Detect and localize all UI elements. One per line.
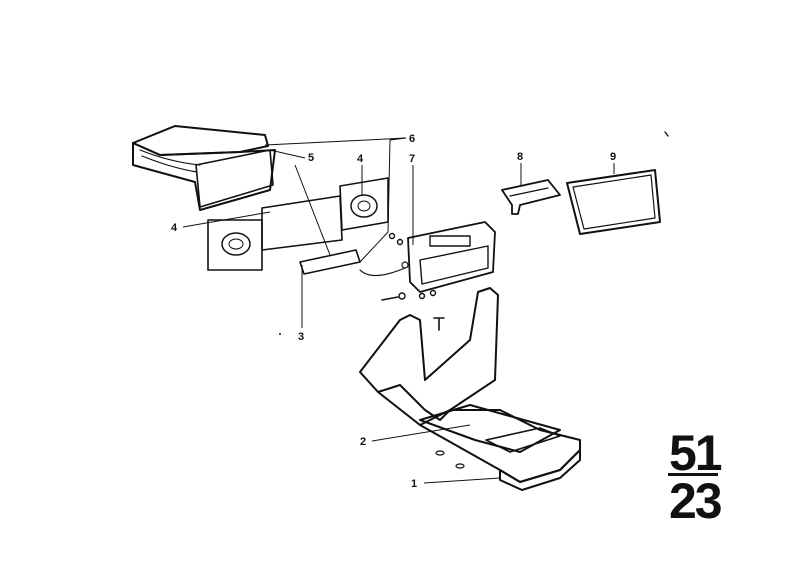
group-code: 51 23 — [668, 425, 724, 529]
leader-6 — [264, 137, 407, 263]
grille-cover — [299, 249, 361, 275]
callout-3: 3 — [298, 331, 304, 343]
center-panel — [359, 221, 496, 293]
bracket — [501, 179, 561, 215]
group-code-main: 51 — [669, 425, 722, 481]
callout-9: 9 — [610, 151, 616, 163]
wood-trim-panel-left — [207, 219, 263, 271]
wood-trim-panel-right — [339, 177, 389, 231]
callout-4-right: 4 — [357, 153, 364, 165]
leader-5 — [269, 149, 331, 256]
group-code-divider — [668, 473, 718, 476]
upper-console-housing — [132, 125, 276, 211]
callout-7: 7 — [409, 153, 415, 165]
main-console — [359, 287, 581, 491]
wood-trim-panel-center — [261, 195, 343, 251]
frame-seal — [566, 169, 661, 235]
callout-1: 1 — [411, 478, 417, 490]
leader-4a — [182, 211, 271, 228]
leader-lines — [182, 137, 615, 484]
leader-1 — [423, 477, 501, 484]
callout-2: 2 — [360, 436, 366, 448]
callout-4-left: 4 — [171, 222, 178, 234]
group-code-sub: 23 — [669, 473, 721, 529]
callout-5: 5 — [308, 152, 314, 164]
screw-set — [381, 232, 465, 469]
callout-labels: 1 2 3 4 4 5 6 7 8 9 — [171, 133, 616, 490]
scan-marks — [279, 131, 669, 335]
callout-6: 6 — [409, 133, 415, 145]
leader-2 — [371, 424, 471, 442]
callout-8: 8 — [517, 151, 523, 163]
